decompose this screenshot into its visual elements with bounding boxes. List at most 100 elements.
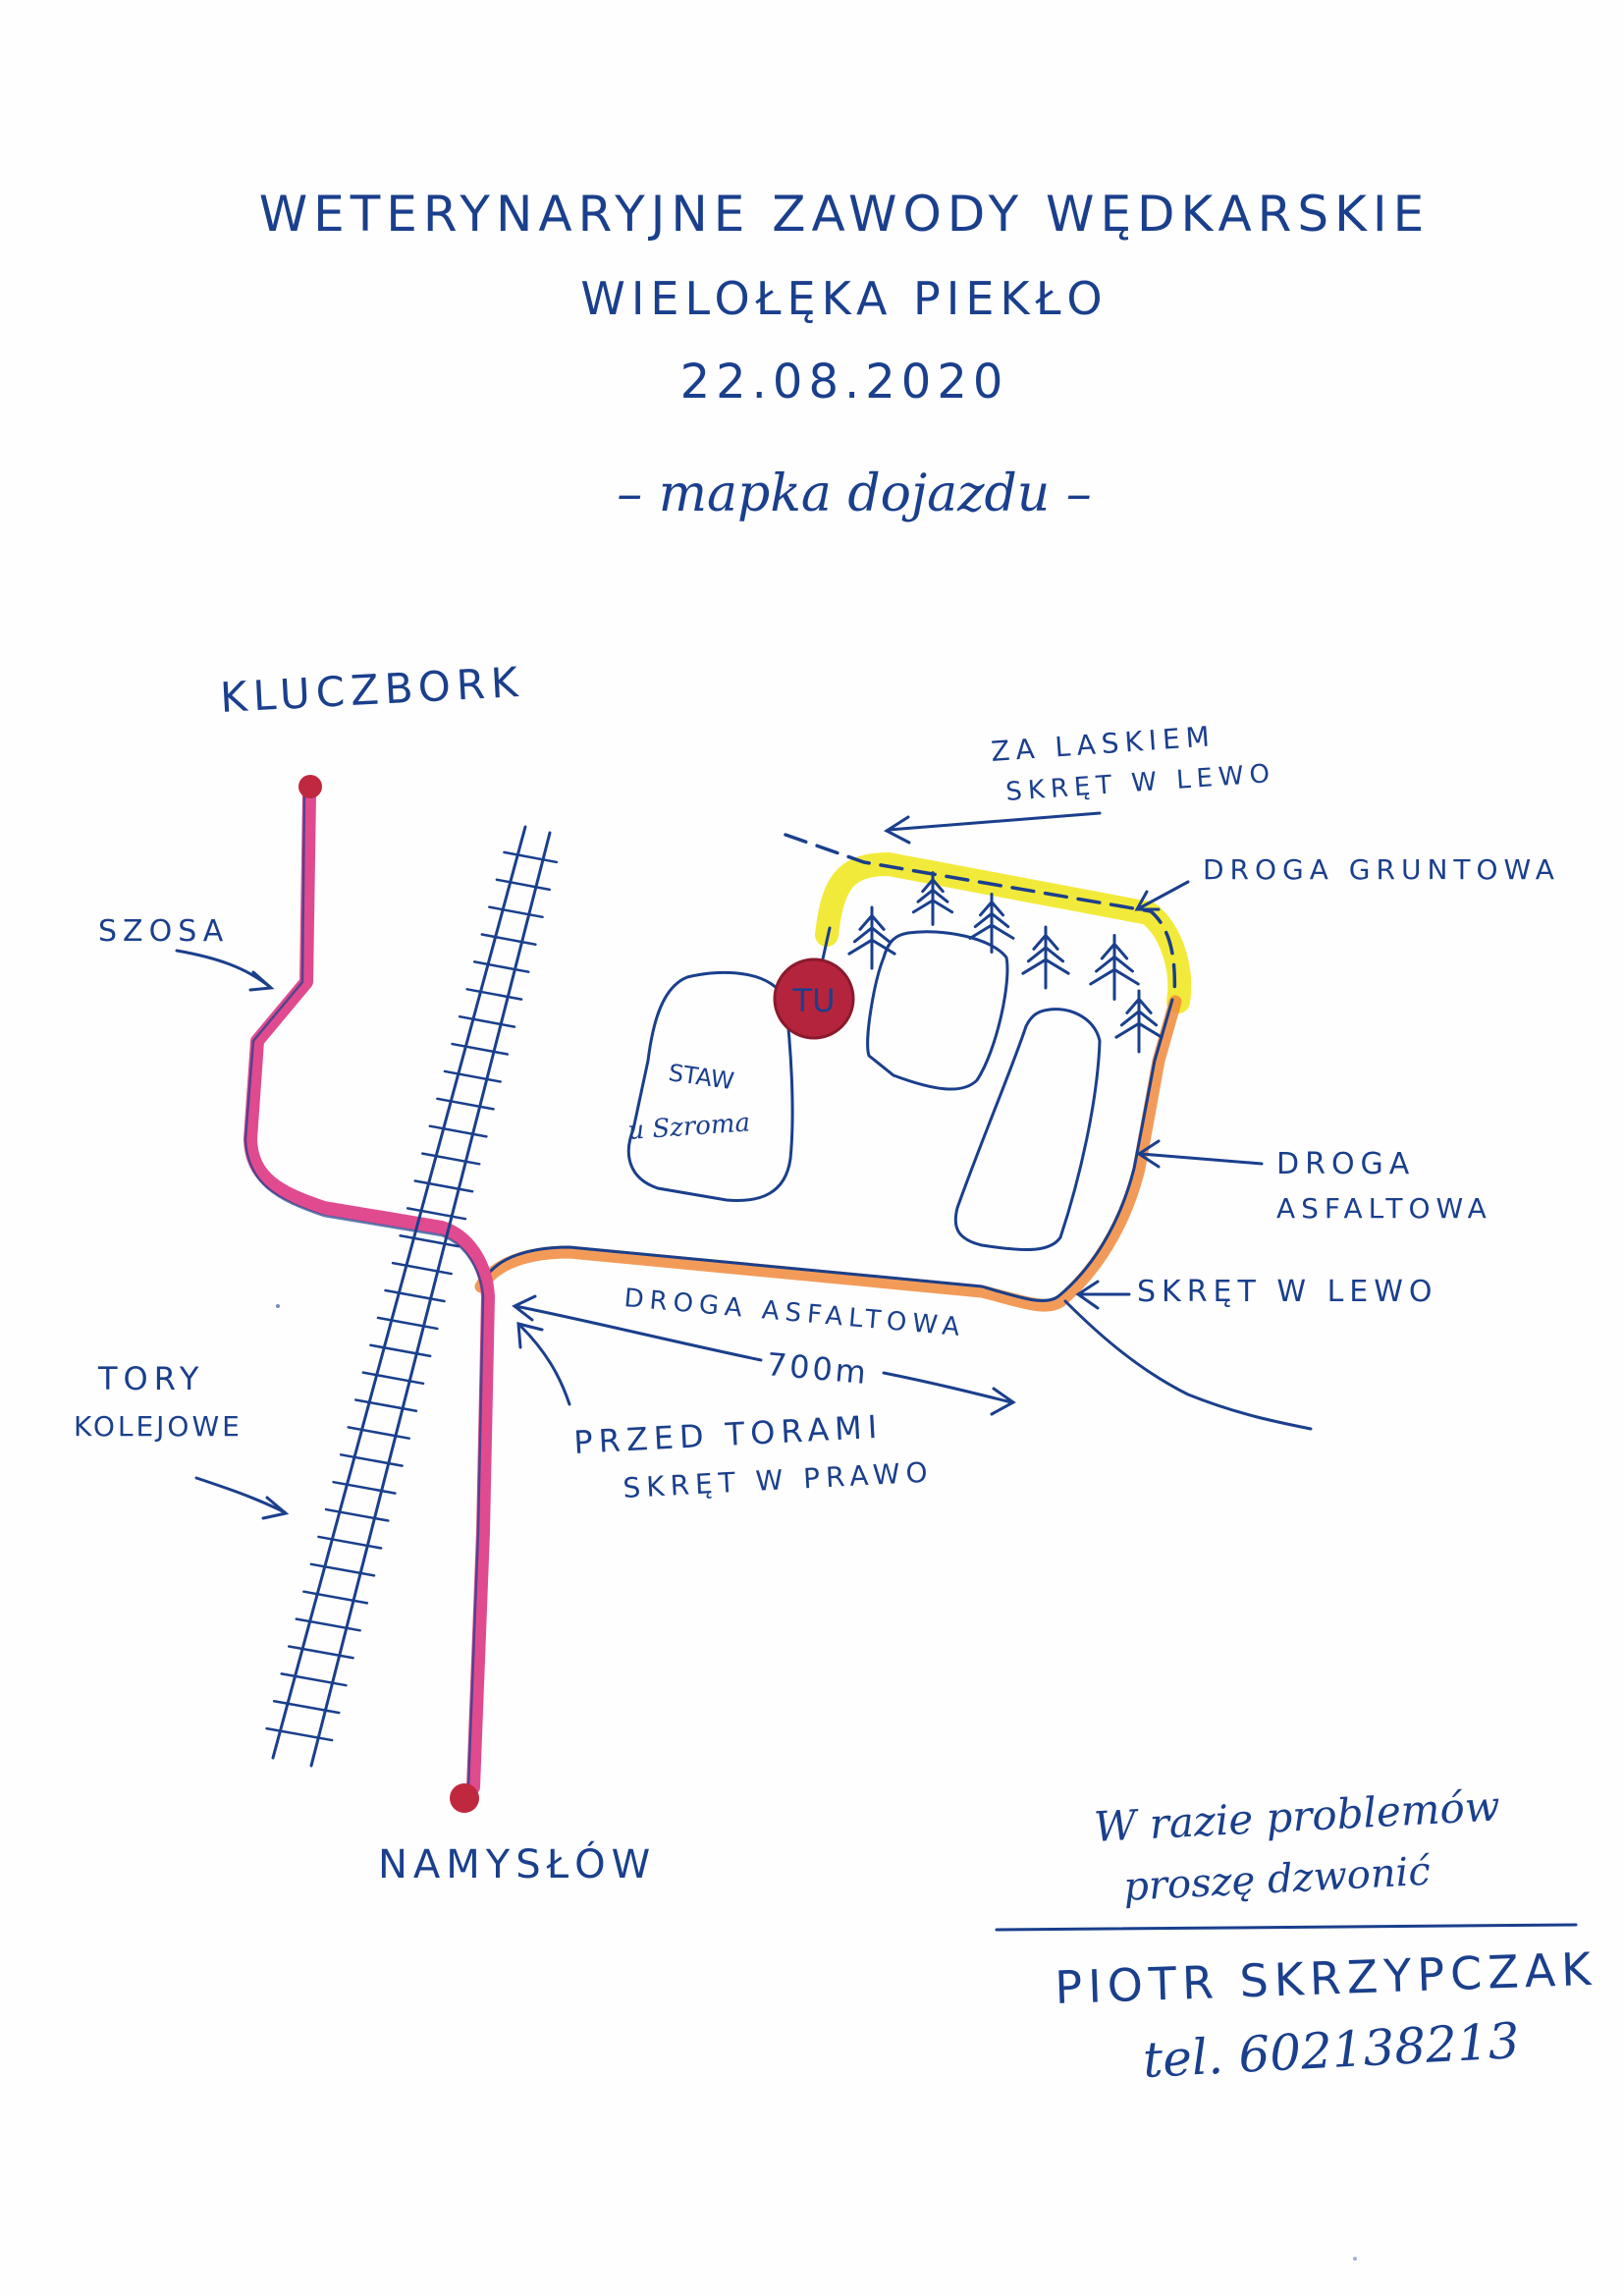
railway-sleeper — [354, 1398, 418, 1413]
railway-sleeper — [391, 1261, 453, 1276]
forest — [847, 871, 1164, 1054]
droga-asfaltowa-main-label: DROGA ASFALTOWA — [623, 1284, 966, 1342]
kluczbork-endpoint-marker — [298, 775, 322, 798]
railway-sleeper — [421, 1152, 481, 1166]
contact-note-line-2: proszę dzwonić — [1122, 1849, 1432, 1910]
tree-icon — [1021, 925, 1070, 990]
railway-sleeper — [265, 1726, 334, 1742]
arrow-icon-head — [1134, 890, 1161, 911]
droga-gruntowa-label: DROGA GRUNTOWA — [1203, 853, 1560, 886]
arrow-icon-head — [248, 970, 275, 992]
kluczbork-label: KLUCZBORK — [219, 658, 525, 722]
skret-w-lewo-label: SKRĘT W LEWO — [1137, 1275, 1438, 1309]
arrow-icon-head — [990, 1387, 1016, 1416]
railway-sleeper — [458, 1014, 516, 1028]
map-pin-icon — [773, 957, 855, 1040]
contact-note-line-1: W razie problemów — [1093, 1781, 1501, 1851]
railway-track — [265, 825, 559, 1768]
droga-asfaltowa-main-callout: DROGA ASFALTOWA 700m — [512, 1284, 1016, 1416]
railway-sleeper — [413, 1179, 474, 1193]
main-road — [244, 775, 495, 1813]
railway-sleeper — [295, 1617, 361, 1632]
railway-sleeper — [280, 1672, 348, 1687]
railway-sleeper — [465, 988, 523, 1001]
destination-marker: TU — [773, 926, 855, 1040]
arrow-icon — [518, 1324, 571, 1406]
arrow-icon — [175, 949, 272, 989]
railway-sleeper — [443, 1069, 502, 1083]
droga-asfaltowa-east-label-line-1: DROGA — [1276, 1147, 1415, 1181]
arrow-icon-head — [261, 1496, 290, 1520]
tree-icon — [911, 871, 954, 926]
tree-icon — [1114, 989, 1164, 1054]
title-line-2: WIELOŁĘKA PIEKŁO — [580, 272, 1108, 325]
railway-sleeper — [309, 1562, 376, 1577]
contact-block: W razie problemów proszę dzwonić PIOTR S… — [995, 1781, 1597, 2089]
railway-sleeper — [332, 1480, 397, 1495]
field-right — [953, 1008, 1102, 1252]
ink-speck — [1353, 2257, 1357, 2261]
arrow-icon-head — [516, 1322, 544, 1349]
main-road-highlight — [244, 789, 495, 1794]
distance-arrow-left — [514, 1304, 763, 1362]
tree-icon — [1089, 933, 1140, 1002]
droga-asfaltowa-east-label-line-2: ASFALTOWA — [1276, 1192, 1492, 1225]
field-middle — [866, 930, 1009, 1091]
arrow-icon-head — [1075, 1280, 1100, 1310]
railway-sleeper — [406, 1207, 467, 1221]
skret-w-lewo-callout: SKRĘT W LEWO — [1075, 1275, 1438, 1310]
arrow-icon — [1137, 880, 1190, 910]
distance-label: 700m — [765, 1345, 870, 1392]
arrow-icon — [194, 1476, 287, 1514]
main-road-outline — [244, 793, 485, 1789]
tree-icon — [968, 893, 1015, 954]
tory-label-line-2: KOLEJOWE — [74, 1410, 243, 1443]
destination-label: TU — [792, 982, 836, 1019]
tory-label-line-1: TORY — [97, 1360, 204, 1397]
railway-sleeper — [369, 1343, 432, 1358]
droga-gruntowa-callout: DROGA GRUNTOWA — [1134, 853, 1560, 911]
distance-arrow-right — [882, 1371, 1013, 1404]
railway-sleeper — [428, 1124, 488, 1138]
railway-sleeper — [495, 878, 551, 892]
pond: STAW u Szroma — [626, 970, 794, 1202]
arrow-icon-head — [1136, 1139, 1161, 1169]
przed-torami-callout: PRZED TORAMI SKRĘT W PRAWO — [516, 1322, 935, 1504]
railway-sleeper — [324, 1507, 390, 1522]
przed-torami-label-line-2: SKRĘT W PRAWO — [623, 1455, 935, 1504]
header: WETERYNARYJNE ZAWODY WĘDKARSKIE WIELOŁĘK… — [259, 186, 1431, 523]
arrow-icon — [1139, 1152, 1264, 1166]
contact-name: PIOTR SKRZYPCZAK — [1054, 1942, 1597, 2014]
szosa-label: SZOSA — [98, 914, 229, 949]
namyslow-endpoint-marker — [450, 1783, 479, 1813]
railway-sleeper — [451, 1042, 510, 1056]
railway-sleeper — [384, 1288, 446, 1303]
dirt-road — [784, 833, 1192, 1013]
tory-callout: TORY KOLEJOWE — [74, 1360, 290, 1520]
railway-sleeper — [488, 905, 544, 919]
szosa-callout: SZOSA — [98, 914, 275, 992]
railway-sleeper — [317, 1535, 383, 1550]
droga-asfaltowa-east-callout: DROGA ASFALTOWA — [1136, 1139, 1492, 1225]
asphalt-road-outline — [481, 998, 1174, 1303]
railway-sleeper — [302, 1590, 369, 1605]
pond-label-line-1: STAW — [667, 1059, 735, 1095]
fields — [866, 930, 1102, 1252]
przed-torami-label-line-1: PRZED TORAMI — [572, 1408, 884, 1461]
railway-sleeper — [436, 1097, 495, 1111]
arrow-icon-head — [884, 815, 911, 845]
contact-phone: tel. 602138213 — [1142, 2012, 1521, 2089]
map-subtitle: – mapka dojazdu – — [617, 465, 1092, 523]
side-road — [1063, 1299, 1313, 1431]
railway-sleeper — [287, 1645, 354, 1660]
arrow-icon-head — [512, 1294, 537, 1322]
title-line-1: WETERYNARYJNE ZAWODY WĘDKARSKIE — [259, 186, 1431, 243]
railway-sleeper — [339, 1453, 404, 1467]
contact-divider — [995, 1923, 1578, 1932]
ink-speck — [276, 1304, 280, 1308]
dirt-road-dashed-line — [784, 833, 1177, 999]
railway-sleeper — [361, 1371, 425, 1386]
pond-label-line-2: u Szroma — [626, 1108, 751, 1146]
